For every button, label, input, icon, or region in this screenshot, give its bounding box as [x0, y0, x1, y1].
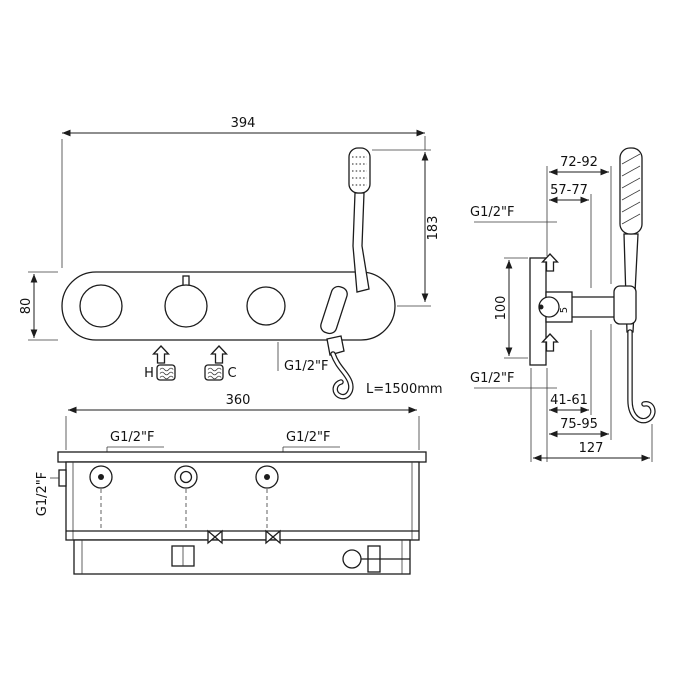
dimension-183: 183: [372, 149, 441, 307]
outlet-thread-callout: G1/2"F: [277, 342, 328, 374]
handshower-head-side: [619, 147, 643, 235]
outlet-elbow: [342, 545, 410, 573]
thread-hot-label: G1/2"F: [110, 430, 154, 445]
dim-72-92-label: 72-92: [560, 155, 598, 170]
dimension-80: 80: [19, 271, 58, 341]
dimension-394: 394: [61, 116, 426, 268]
check-valve-right-icon: [265, 529, 281, 545]
hot-cold-indicators: H C: [144, 345, 237, 381]
dimension-100: 100: [494, 257, 528, 359]
dimension-72-92: 72-92: [546, 155, 612, 284]
handshower-front: [320, 147, 371, 400]
spray-face-dots: [352, 156, 367, 186]
flow-up-arrow-bottom-icon: [540, 333, 560, 352]
dimension-360: 360: [65, 393, 420, 450]
side-port: [58, 469, 67, 487]
handshower-handle: [352, 192, 370, 293]
dim-75-95-label: 75-95: [560, 417, 598, 432]
dim-183-label: 183: [426, 216, 441, 241]
dim-127-label: 127: [579, 441, 604, 456]
head-hatch: [621, 153, 641, 225]
dimension-75-95: 75-95: [549, 324, 612, 440]
trim-plate: [61, 271, 396, 341]
holder-clamp-side: [613, 285, 637, 325]
front-view: 394 183 80: [19, 116, 443, 400]
check-valve-left-icon: [207, 529, 223, 545]
inlet-bottom-callout: G1/2"F: [470, 333, 560, 389]
flow-up-arrow-top-icon: [540, 253, 560, 272]
thread-top-label: G1/2"F: [470, 205, 514, 220]
thread-cold-label: G1/2"F: [286, 430, 330, 445]
hose-length-label: L=1500mm: [366, 382, 443, 397]
handshower-holder: [320, 285, 348, 335]
dim-80-label: 80: [19, 298, 34, 315]
dim-41-61-label: 41-61: [550, 393, 588, 408]
dimension-127: 127: [530, 368, 653, 462]
dim-100-label: 100: [494, 296, 509, 321]
thread-side-label: G1/2"F: [35, 472, 50, 516]
box-body: [65, 461, 420, 541]
thread-side-callout: G1/2"F: [35, 469, 67, 516]
dim-360-label: 360: [226, 393, 251, 408]
thread-hot-callout: G1/2"F: [106, 430, 164, 461]
outlet-thread-label: G1/2"F: [284, 359, 328, 374]
valve-mark-label: 5: [559, 307, 570, 313]
dimension-57-77: 57-77: [549, 183, 592, 288]
side-body: 5: [529, 257, 616, 366]
bottom-view: 360 G1/2"F G1/2"F: [35, 393, 427, 575]
hot-flow-arrow-icon: [151, 345, 171, 364]
hose-fitting: [326, 335, 345, 356]
handle-index-dot: [538, 304, 544, 310]
thread-bottom-label: G1/2"F: [470, 371, 514, 386]
side-view: 5 72-92: [470, 147, 656, 462]
cold-label: C: [227, 366, 236, 381]
inlet-top-callout: G1/2"F: [470, 205, 560, 272]
hot-label: H: [144, 366, 154, 381]
diverter-knob: [164, 284, 208, 328]
dim-57-77-label: 57-77: [550, 183, 588, 198]
mounting-strip: [57, 451, 427, 463]
dimension-41-61: 41-61: [546, 330, 592, 462]
cartridge-detail: [171, 545, 195, 567]
handshower-side: [613, 147, 656, 424]
cold-knob: [246, 286, 286, 326]
cold-flow-arrow-icon: [209, 345, 229, 364]
dim-394-label: 394: [231, 116, 256, 131]
rough-in-box: [57, 451, 427, 575]
hot-water-icon: [156, 364, 176, 381]
hot-knob: [79, 284, 123, 328]
cold-water-icon: [204, 364, 224, 381]
hose-side: [627, 329, 656, 424]
